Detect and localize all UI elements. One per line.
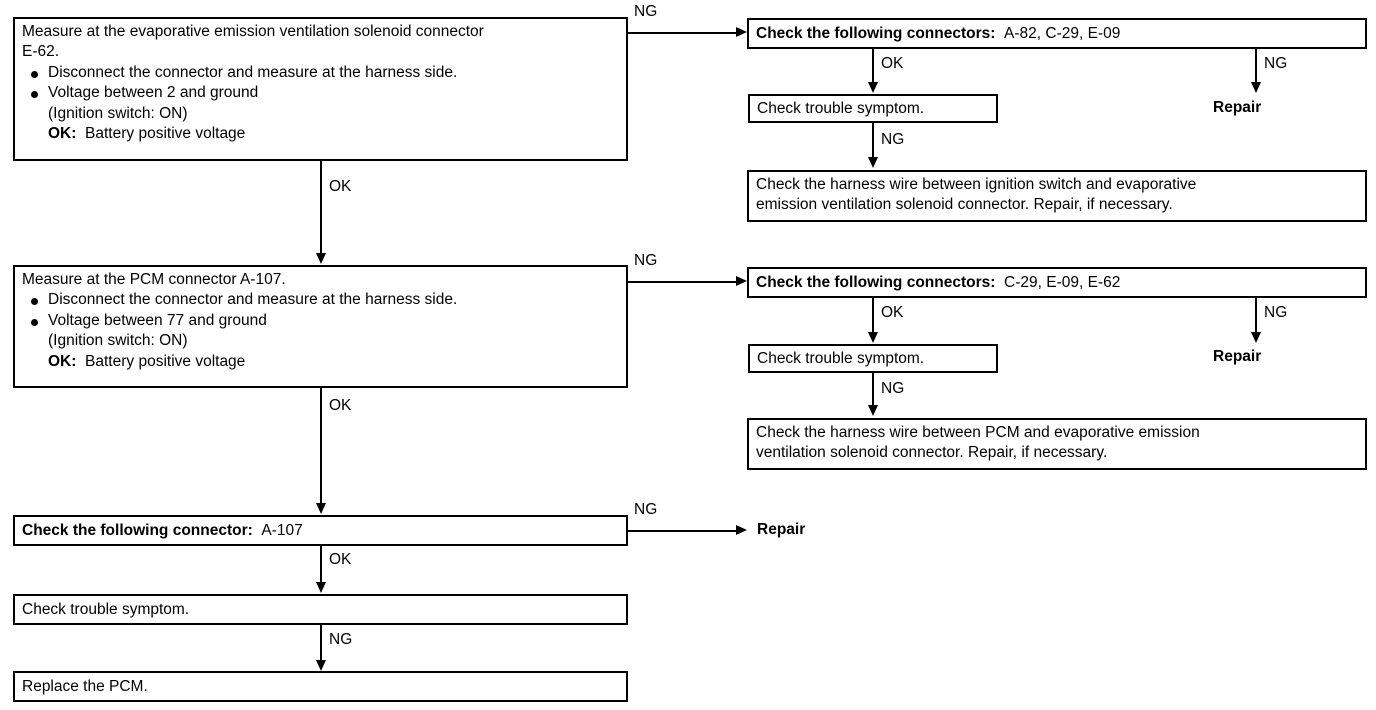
step2-trouble-symptom-box: Check trouble symptom. (748, 344, 998, 373)
step2-ok-value: Battery positive voltage (85, 352, 246, 370)
step4-trouble-symptom-box: Check trouble symptom. (13, 594, 628, 625)
step1r-ng2-label: NG (881, 131, 905, 148)
step1-line2: E-62. (22, 43, 60, 61)
step2r-ng-connector-line (1255, 298, 1257, 334)
step1-ok-connector-line (320, 161, 322, 255)
step3-connector-prefix: Check the following connector: (22, 522, 253, 539)
step1-ok-value: Battery positive voltage (85, 125, 246, 143)
step1-ng-label: NG (634, 3, 658, 20)
step2-bullet1: Disconnect the connector and measure at … (22, 290, 619, 310)
step1-harness-line2: emission ventilation solenoid connector.… (756, 196, 1173, 214)
step4-trouble-symptom-text: Check trouble symptom. (22, 601, 190, 618)
step1-harness-box: Check the harness wire between ignition … (747, 170, 1367, 222)
step2r-ng-label: NG (1264, 304, 1288, 321)
step2r-ng2-label: NG (881, 380, 905, 397)
step2-bullet2: Voltage between 77 and ground (22, 311, 619, 331)
step1-ok-label: OK (329, 178, 352, 195)
step1-sub1: (Ignition switch: ON) (48, 104, 188, 122)
step1r-ng2-connector-line (872, 123, 874, 159)
step1-ok-arrowhead (316, 253, 326, 264)
step2-harness-line1: Check the harness wire between PCM and e… (756, 424, 1200, 441)
step1r-ok-connector-line (872, 49, 874, 84)
step2r-ok-connector-line (872, 298, 874, 334)
step1-measure-box: Measure at the evaporative emission vent… (13, 17, 628, 161)
step1-ok-prefix: OK: (48, 125, 77, 143)
step1-ng-arrowhead (736, 27, 747, 37)
step3-repair-label: Repair (757, 521, 806, 538)
step2-connectors-prefix: Check the following connectors: (756, 274, 996, 291)
step2-ok-arrowhead (316, 503, 326, 514)
step1-harness-line1: Check the harness wire between ignition … (756, 176, 1197, 193)
step2-ng-label: NG (634, 252, 658, 269)
step3-connector-text: Check the following connector: A-107 (22, 521, 619, 541)
step2-sub1: (Ignition switch: ON) (48, 332, 188, 350)
step3-ng-connector-line (628, 530, 740, 532)
step2-line1: Measure at the PCM connector A-107. (22, 271, 286, 288)
step1r-ng-label: NG (1264, 55, 1288, 72)
step4-ng-connector-line (320, 625, 322, 662)
step3-connector-value: A-107 (261, 522, 303, 539)
step3-ok-label: OK (329, 551, 352, 568)
step3-ok-connector-line (320, 546, 322, 584)
step2r-ok-arrowhead (868, 332, 878, 343)
step2-ng-arrowhead (736, 276, 747, 286)
step1r-ng-arrowhead (1251, 82, 1261, 93)
step4-ng-arrowhead (316, 660, 326, 671)
step1-ng-connector-line (628, 32, 740, 34)
step1-line1: Measure at the evaporative emission vent… (22, 23, 484, 40)
step2r-ng2-connector-line (872, 373, 874, 407)
step1r-ng-connector-line (1255, 49, 1257, 84)
step2-connectors-box: Check the following connectors: C-29, E-… (747, 267, 1367, 298)
step2r-ng-arrowhead (1251, 332, 1261, 343)
step4-ng-label: NG (329, 631, 353, 648)
step2-connectors-value: C-29, E-09, E-62 (1004, 274, 1121, 291)
step1-bullet1: Disconnect the connector and measure at … (22, 63, 619, 83)
step3-ok-arrowhead (316, 582, 326, 593)
step1r-repair-label: Repair (1213, 99, 1262, 116)
step3-connector-box: Check the following connector: A-107 (13, 515, 628, 546)
step2r-ok-label: OK (881, 304, 904, 321)
step2-ok-label: OK (329, 397, 352, 414)
step5-replace-pcm-box: Replace the PCM. (13, 671, 628, 702)
step1-ok-line: OK: Battery positive voltage (22, 124, 619, 144)
step1r-ok-arrowhead (868, 82, 878, 93)
step5-replace-pcm-text: Replace the PCM. (22, 678, 148, 695)
step1-connectors-box: Check the following connectors: A-82, C-… (747, 18, 1367, 49)
step3-ng-label: NG (634, 501, 658, 518)
step1-bullet2: Voltage between 2 and ground (22, 83, 619, 103)
step2r-repair-label: Repair (1213, 348, 1262, 365)
step1r-ok-label: OK (881, 55, 904, 72)
step2-ok-connector-line (320, 388, 322, 505)
step1-connectors-value: A-82, C-29, E-09 (1004, 25, 1121, 42)
step2-connectors-text: Check the following connectors: C-29, E-… (756, 273, 1358, 293)
step2-harness-line2: ventilation solenoid connector. Repair, … (756, 444, 1108, 462)
step2-ok-line: OK: Battery positive voltage (22, 352, 619, 372)
step2-trouble-symptom-text: Check trouble symptom. (757, 350, 925, 367)
step1-connectors-prefix: Check the following connectors: (756, 25, 996, 42)
step2-ng-connector-line (628, 281, 740, 283)
step3-ng-arrowhead (736, 525, 747, 535)
step1-trouble-symptom-box: Check trouble symptom. (748, 94, 998, 123)
step1-connectors-text: Check the following connectors: A-82, C-… (756, 24, 1358, 44)
step2-harness-box: Check the harness wire between PCM and e… (747, 418, 1367, 470)
step1-trouble-symptom-text: Check trouble symptom. (757, 100, 925, 117)
step1r-ng2-arrowhead (868, 157, 878, 168)
step2-ok-prefix: OK: (48, 352, 77, 370)
step2r-ng2-arrowhead (868, 405, 878, 416)
step2-measure-box: Measure at the PCM connector A-107. Disc… (13, 265, 628, 388)
